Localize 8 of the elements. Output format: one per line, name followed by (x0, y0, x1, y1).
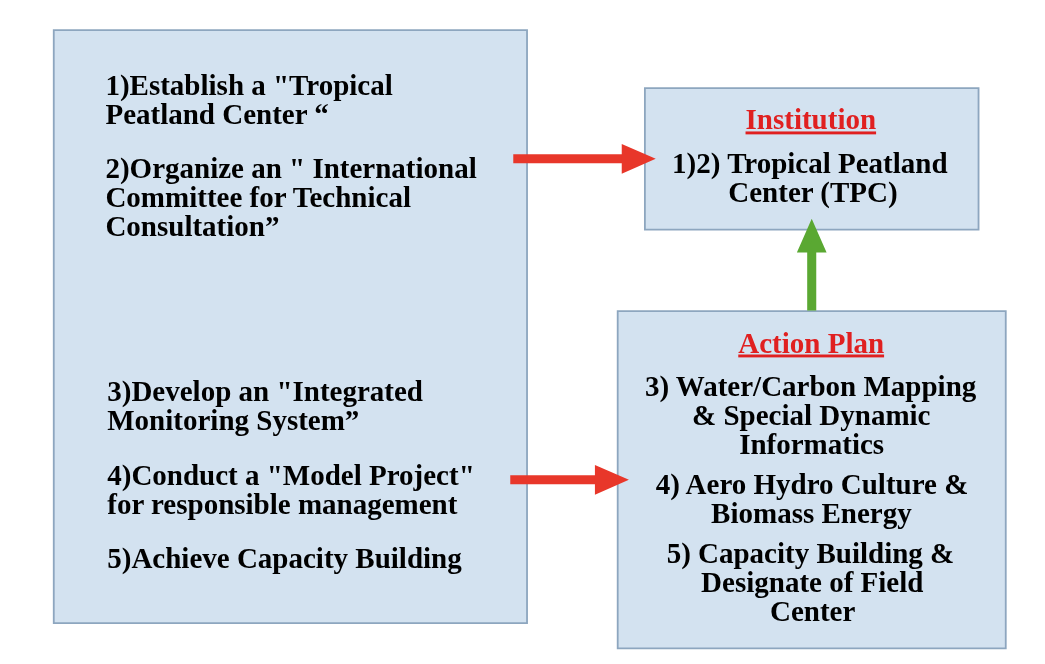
arrow (513, 143, 656, 174)
arrow (510, 464, 629, 495)
arrow (796, 218, 827, 311)
node-box: Institution 1)2) Tropical Peatland Center (TPC) (644, 87, 980, 231)
node-box: Action Plan 3) Water/Carbon Mapping & Special Dynamic Informatics 4) Aero Hydro Culture & Biomass Energy 5) Capacity Building & Designate of Field Center (616, 310, 1007, 650)
cluster (52, 29, 528, 624)
node-text: 3)Develop an "Integrated Monitoring System” 4)Conduct a "Model Project" for responsible management 5)Achieve Capacity Building (107, 375, 475, 575)
node-text: 1)Establish a "Tropical Peatland Center “ 2)Organize an " International Committee for Technical Consultation” (105, 69, 477, 243)
